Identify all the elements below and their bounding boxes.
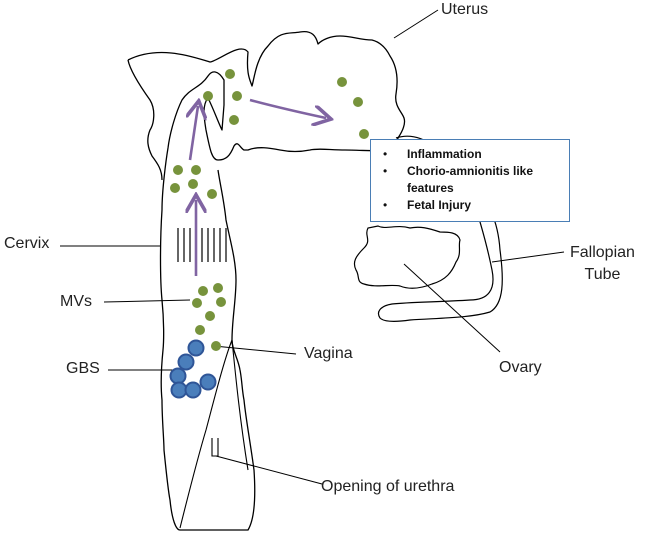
mv-dots [170,69,369,351]
label-cervix: Cervix [4,235,50,252]
outcome-item: •Inflammation [383,147,482,161]
gbs-cocci [169,339,217,399]
label-gbs: GBS [66,360,100,377]
outcome-item: •Chorio-amnionitis like features [383,164,534,195]
outcome-text: Inflammation [407,147,482,161]
vagina-inner-line [179,339,233,529]
outcome-text: Chorio-amnionitis like features [407,164,534,195]
label-urethra: Opening of urethra [321,478,455,495]
outcomes-list: •Inflammation •Chorio-amnionitis like fe… [377,146,563,214]
leader-lines [60,9,565,485]
cervix-hatching [177,228,227,262]
label-uterus: Uterus [441,1,489,18]
label-mvs: MVs [60,293,92,310]
uterus-outline [127,30,406,531]
ovary-outline [353,225,461,289]
label-ovary: Ovary [499,359,542,376]
outcomes-callout: •Inflammation •Chorio-amnionitis like fe… [370,139,570,222]
label-fallopian-tube: Fallopian Tube [570,244,635,283]
urethra-opening [211,438,219,457]
label-vagina: Vagina [304,345,353,362]
outcome-item: •Fetal Injury [383,198,472,212]
vagina-inner-line-2 [231,339,249,471]
outcome-text: Fetal Injury [407,198,472,212]
uterus-left-horn [127,59,163,181]
migration-arrows [190,100,326,276]
